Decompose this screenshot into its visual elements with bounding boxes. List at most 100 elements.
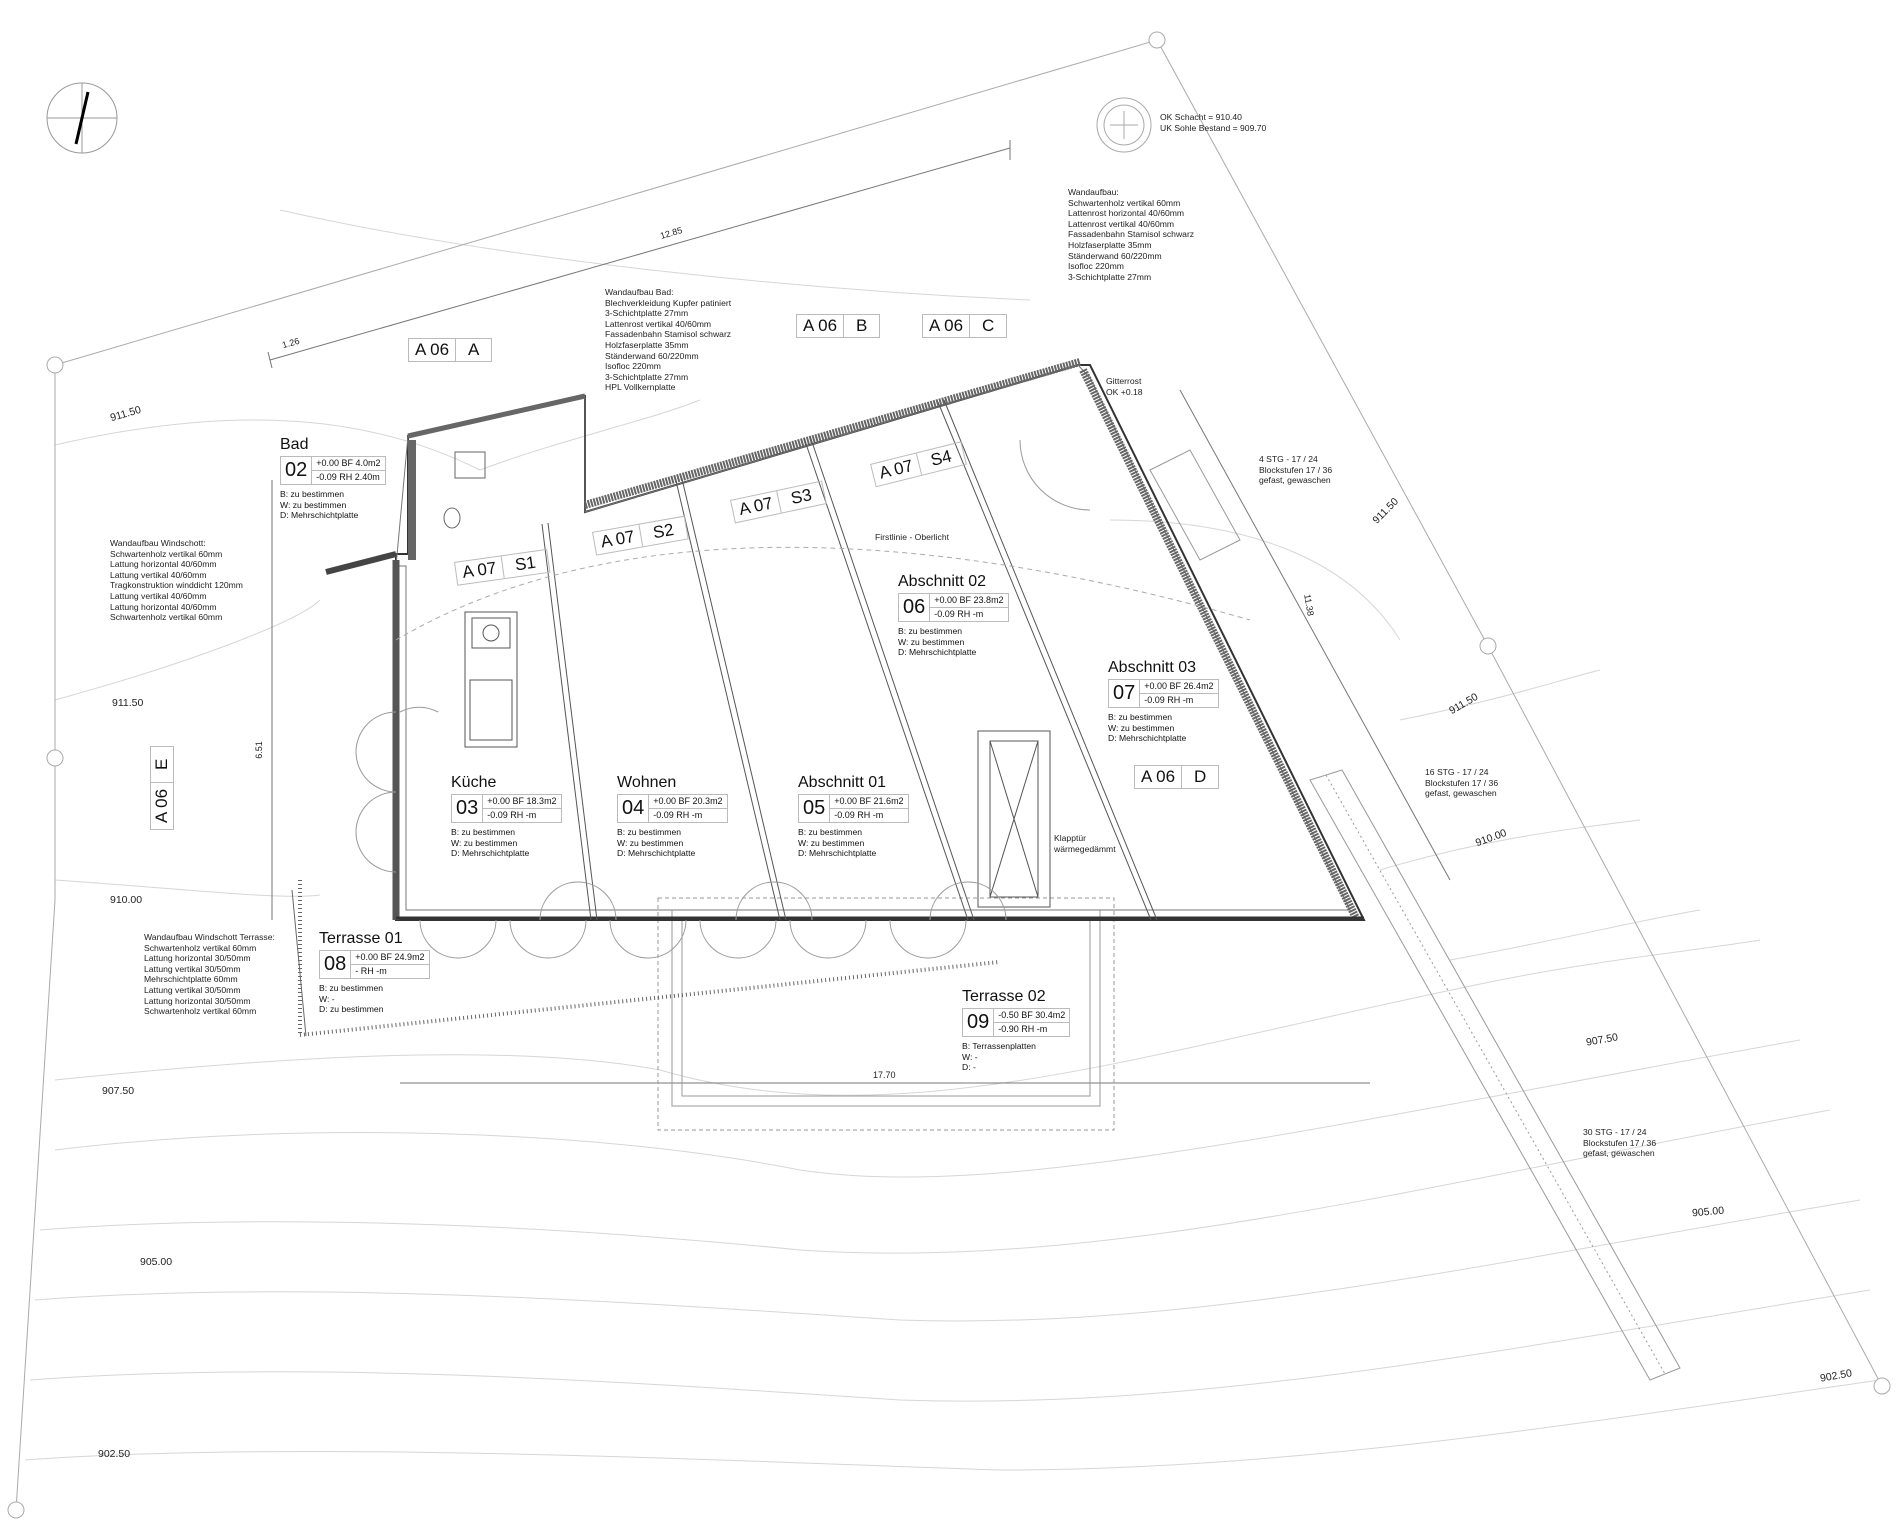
finish-d: D: Mehrschichtplatte (1108, 733, 1187, 744)
note-wandaufbau-windschott: Wandaufbau Windschott:Schwartenholz vert… (110, 538, 243, 623)
note-line: Schwartenholz vertikal 60mm (1068, 197, 1181, 208)
note-line: Schwartenholz vertikal 60mm (110, 548, 223, 559)
room-info-box: 03+0.00 BF 18.3m2-0.09 RH -m (451, 794, 562, 823)
finish-w: W: zu bestimmen (280, 499, 347, 510)
finish-w: W: zu bestimmen (1108, 722, 1175, 733)
finish-b: B: zu bestimmen (319, 983, 383, 993)
level-bottom: -0.09 (316, 472, 337, 482)
finish-d: D: zu bestimmen (319, 1004, 384, 1015)
note-line: 4 STG - 17 / 24 (1259, 454, 1318, 464)
level-top: +0.00 (934, 595, 958, 605)
note-line: Ständerwand 60/220mm (1068, 250, 1162, 261)
floor-area: BF 24.9m2 (380, 952, 425, 962)
dimension-lines (267, 140, 1451, 1084)
door-swings (355, 439, 1091, 959)
section-sheet: A 06 (415, 340, 450, 359)
note-line: Blechverkleidung Kupfer patiniert (605, 297, 732, 308)
section-id: C (969, 315, 1006, 337)
finish-w: W: zu bestimmen (898, 636, 965, 647)
elevation-label: 902.50 (98, 1448, 131, 1460)
elevation-label: 905.00 (140, 1256, 173, 1268)
room-name: Küche (451, 774, 497, 791)
note-line: Holzfaserplatte 35mm (605, 339, 689, 350)
room-values-row: -0.09 RH -m (1140, 693, 1218, 707)
note-line: 3-Schichtplatte 27mm (605, 371, 689, 382)
terrace-01-edge (291, 880, 1000, 1037)
room-values-row: -0.90 RH -m (994, 1022, 1070, 1036)
room-height: RH 2.40m (339, 472, 380, 482)
room-name: Bad (280, 436, 309, 453)
room-info-box: 06+0.00 BF 23.8m2-0.09 RH -m (898, 593, 1009, 622)
manhole-icon (1096, 97, 1152, 153)
note-line: Lattenrost horizontal 40/60mm (1068, 208, 1185, 219)
room-name: Abschnitt 01 (798, 774, 887, 791)
level-bottom: - (355, 966, 359, 976)
note-line: Lattung horizontal 40/60mm (110, 559, 217, 570)
room-name: Abschnitt 02 (898, 573, 987, 590)
elevation-label: 907.50 (102, 1085, 135, 1097)
note-line: Isofloc 220mm (605, 361, 661, 372)
finish-d: D: - (962, 1062, 976, 1073)
room-number: 05 (799, 795, 831, 822)
note-line: OK +0.18 (1106, 386, 1143, 397)
room-values-row: +0.00 BF 4.0m2 (312, 457, 384, 470)
north-arrow-icon (46, 82, 118, 154)
floor-area: BF 30.4m2 (1021, 1010, 1066, 1020)
level-top: +0.00 (316, 458, 340, 468)
room-tag: Abschnitt 01 05+0.00 BF 21.6m2-0.09 RH -m… (798, 774, 909, 859)
level-top: +0.00 (1144, 681, 1168, 691)
note-line: UK Sohle Bestand = 909.70 (1160, 122, 1267, 133)
note-line: Lattung horizontal 30/50mm (144, 995, 251, 1006)
room-number: 08 (320, 951, 352, 978)
room-values: +0.00 BF 26.4m2-0.09 RH -m (1140, 680, 1218, 707)
finish-w: W: - (962, 1051, 978, 1062)
room-info-box: 09-0.50 BF 30.4m2-0.90 RH -m (962, 1008, 1071, 1037)
level-top: +0.00 (834, 796, 858, 806)
note-line: Wandaufbau Windschott: (110, 538, 206, 548)
room-height: RH -m (857, 810, 884, 820)
note-line: Blockstufen 17 / 36 (1583, 1137, 1657, 1148)
room-values-row: +0.00 BF 21.6m2 (830, 795, 907, 808)
finish-w: W: - (319, 993, 335, 1004)
site-boundary (7, 31, 1891, 1519)
note-wandaufbau-windschott-terrasse: Wandaufbau Windschott Terrasse:Schwarten… (144, 932, 275, 1017)
kitchen-counter (464, 611, 518, 748)
level-bottom: -0.90 (998, 1024, 1019, 1034)
room-values-row: +0.00 BF 20.3m2 (649, 795, 726, 808)
room-info-box: 02+0.00 BF 4.0m2-0.09 RH 2.40m (280, 456, 386, 485)
level-top: +0.00 (355, 952, 379, 962)
room-values: +0.00 BF 24.9m2- RH -m (351, 951, 429, 978)
note-line: Gitterrost (1106, 376, 1142, 386)
note-line: Blockstufen 17 / 36 (1259, 464, 1333, 475)
note-line: Fassadenbahn Stamisol schwarz (1068, 229, 1195, 240)
room-tag: Abschnitt 02 06+0.00 BF 23.8m2-0.09 RH -m… (898, 573, 1009, 658)
section-id: A (455, 339, 491, 361)
note-line: Wandaufbau: (1068, 187, 1119, 197)
room-values: -0.50 BF 30.4m2-0.90 RH -m (994, 1009, 1070, 1036)
floor-area: BF 23.8m2 (959, 595, 1004, 605)
room-info-box: 07+0.00 BF 26.4m2-0.09 RH -m (1108, 679, 1219, 708)
room-values-row: -0.09 RH -m (830, 808, 908, 822)
note-firstlinie: Firstlinie - Oberlicht (875, 532, 949, 543)
room-tag: Küche 03+0.00 BF 18.3m2-0.09 RH -m B: zu b… (451, 774, 562, 859)
floor-area: BF 18.3m2 (512, 796, 557, 806)
note-line: 3-Schichtplatte 27mm (1068, 271, 1152, 282)
finish-b: B: Terrassenplatten (962, 1041, 1036, 1051)
room-name: Terrasse 02 (962, 988, 1046, 1005)
note-line: Lattung vertikal 30/50mm (144, 984, 241, 995)
note-line: Isofloc 220mm (1068, 261, 1124, 272)
